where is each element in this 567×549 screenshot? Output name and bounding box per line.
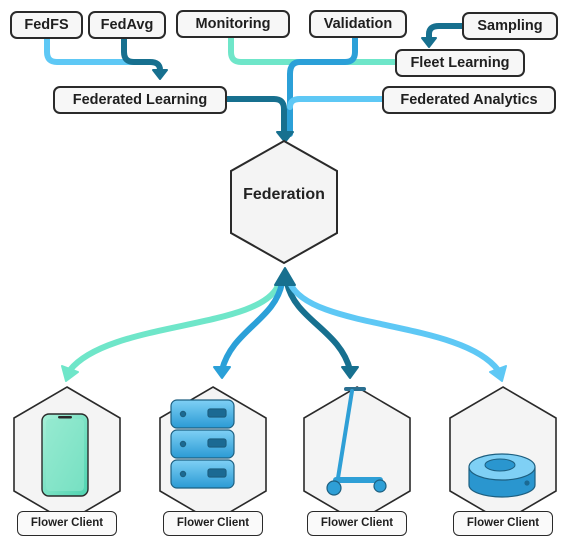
sampling-arrowhead xyxy=(421,37,437,48)
arrow-to-vacuum-client xyxy=(287,280,501,373)
federation-out-arrowhead xyxy=(274,267,296,286)
arrow-to-server-client xyxy=(219,280,285,373)
arrow-to-phone-client xyxy=(67,280,282,373)
phone-arrowhead xyxy=(61,365,79,382)
scooter-arrowhead xyxy=(341,366,359,379)
federated-learning-connector xyxy=(224,96,287,137)
fedfs-connector xyxy=(44,35,143,65)
fedavg-connector xyxy=(121,35,163,73)
fedavg-label: FedAvg xyxy=(88,11,166,39)
server-icon xyxy=(170,399,235,489)
client-hex-scooter xyxy=(303,386,411,523)
vacuum-arrowhead xyxy=(489,365,507,382)
smartphone-icon xyxy=(41,413,89,497)
federated-analytics-connector xyxy=(287,96,386,110)
validation-label: Validation xyxy=(309,10,407,38)
client-label-vacuum: Flower Client xyxy=(453,511,553,536)
server-arrowhead xyxy=(213,366,231,379)
scooter-icon xyxy=(326,387,387,496)
sampling-label: Sampling xyxy=(462,12,558,40)
federated-analytics-label: Federated Analytics xyxy=(382,86,556,114)
monitoring-label: Monitoring xyxy=(176,10,290,38)
client-label-phone: Flower Client xyxy=(17,511,117,536)
federation-in-arrowhead xyxy=(276,131,294,143)
federation-label: Federation xyxy=(243,186,325,203)
client-label-scooter: Flower Client xyxy=(307,511,407,536)
fedfs-label: FedFS xyxy=(10,11,83,39)
fedavg-arrowhead xyxy=(152,69,168,80)
arrow-to-scooter-client xyxy=(284,280,353,373)
federated-learning-label: Federated Learning xyxy=(53,86,227,114)
robot-vacuum-icon xyxy=(468,453,536,498)
monitoring-connector xyxy=(228,35,398,65)
federation-hub xyxy=(230,139,338,265)
fleet-learning-label: Fleet Learning xyxy=(395,49,525,77)
sampling-connector xyxy=(426,23,467,43)
validation-connector xyxy=(287,35,358,137)
client-label-server: Flower Client xyxy=(163,511,263,536)
